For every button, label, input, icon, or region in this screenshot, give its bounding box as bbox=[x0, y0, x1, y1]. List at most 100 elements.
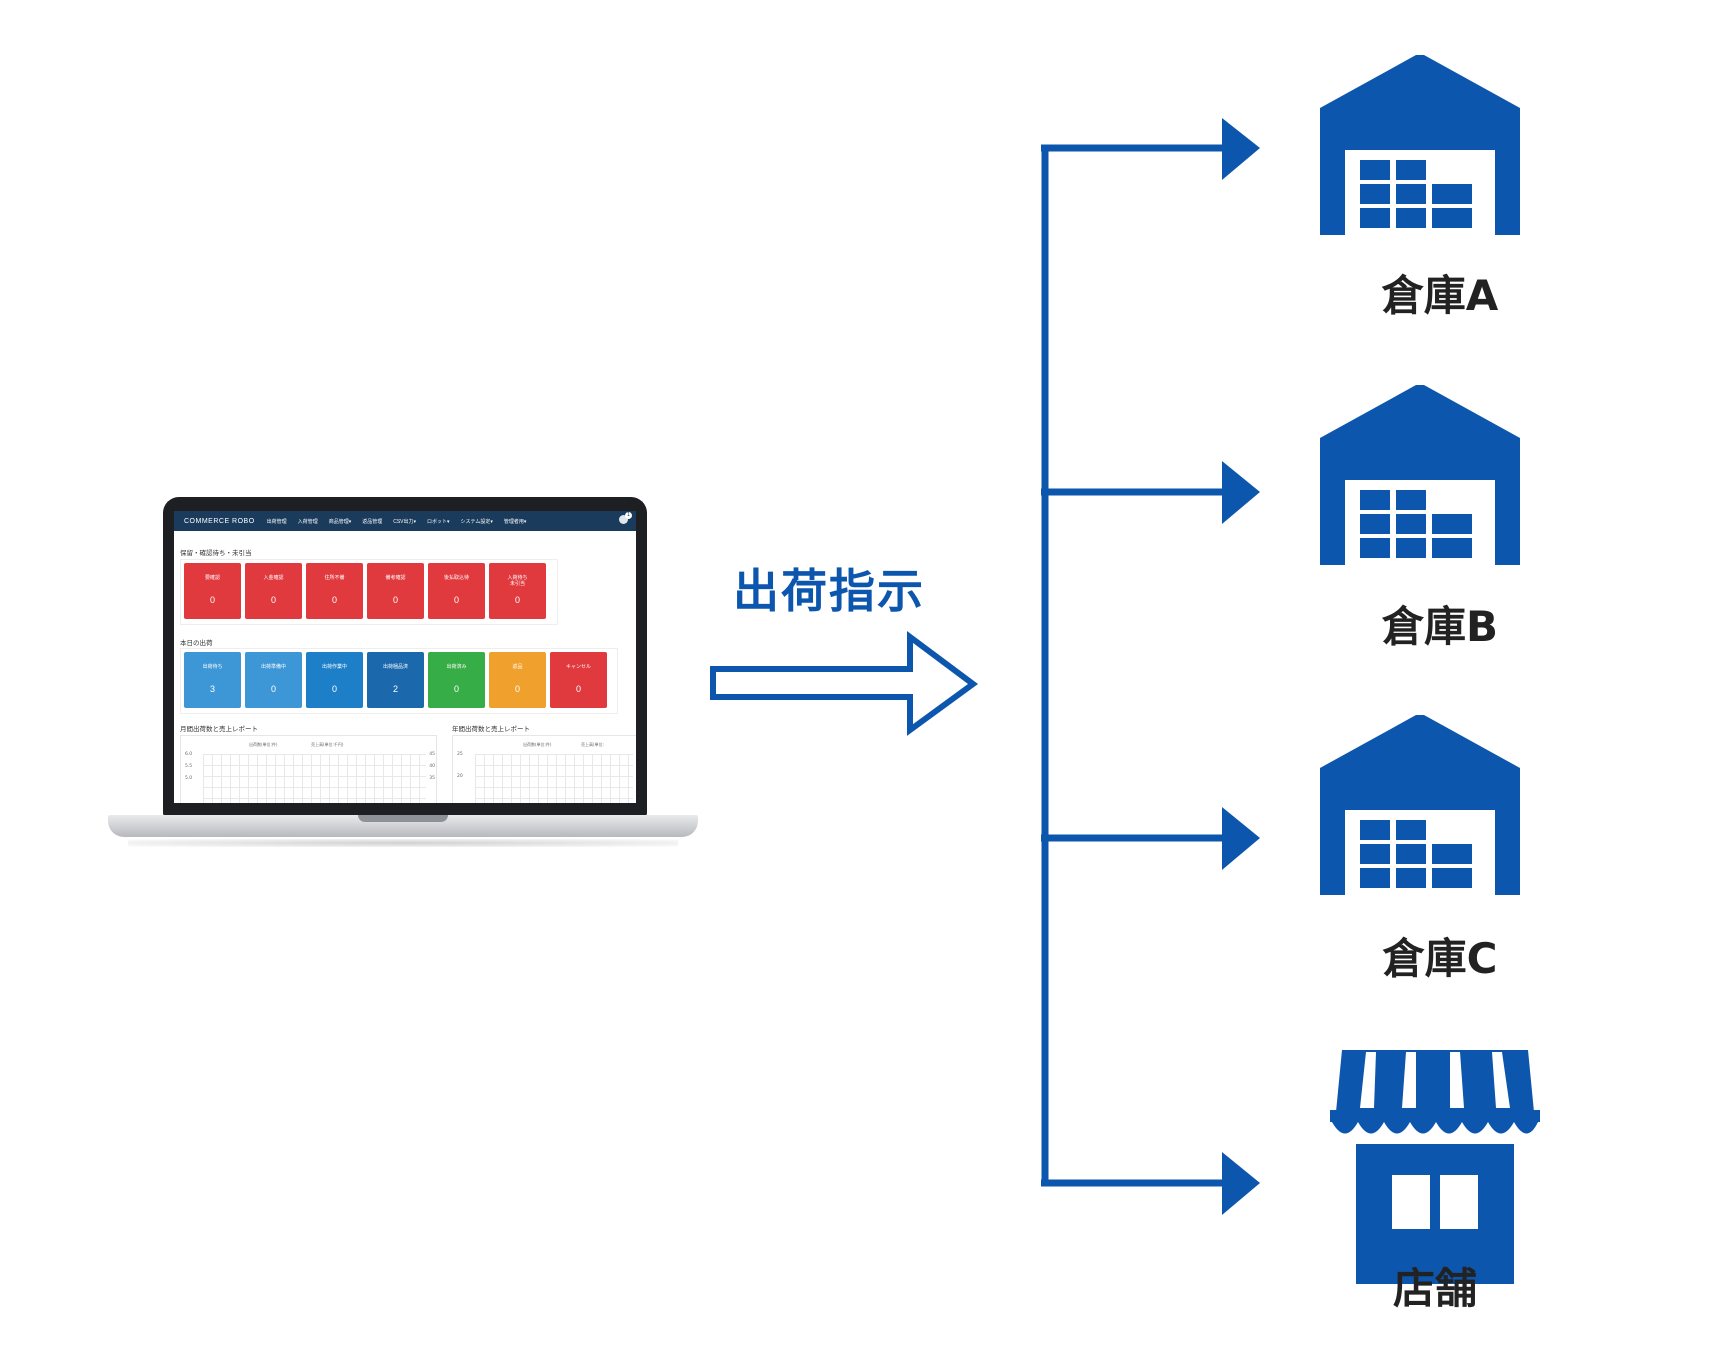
today-tile-label: 返品 bbox=[512, 664, 523, 670]
menu-receiving[interactable]: 入荷管理 bbox=[297, 518, 318, 525]
chart-yearly: 出荷数(単位:件) 売上高(単位: 25 20 bbox=[452, 735, 636, 803]
chart-monthly-ytick-right: 45 bbox=[429, 752, 435, 757]
warehouse-box bbox=[1360, 868, 1390, 888]
laptop-base bbox=[108, 815, 698, 837]
warehouse-icons bbox=[1320, 55, 1520, 895]
section-hold-title: 保留・確認待ち・未引当 bbox=[180, 550, 252, 557]
menu-robot[interactable]: ロボット▾ bbox=[427, 518, 450, 525]
today-tile-value: 3 bbox=[209, 684, 215, 694]
today-tile[interactable]: 出荷作業中 0 bbox=[306, 652, 363, 708]
warehouse-box bbox=[1396, 208, 1426, 228]
hold-tile-value: 0 bbox=[209, 595, 215, 605]
warehouse-box bbox=[1432, 538, 1472, 558]
hold-tile-label: 要確認 bbox=[204, 575, 220, 581]
store-icon bbox=[1330, 1050, 1540, 1284]
hold-tile-label: 入荷待ち 未引当 bbox=[507, 575, 528, 587]
menu-csv[interactable]: CSV出力▾ bbox=[393, 518, 417, 525]
chart-monthly-ytick-right: 35 bbox=[429, 776, 435, 781]
warehouse-box bbox=[1432, 844, 1472, 864]
warehouse-icon bbox=[1320, 55, 1520, 235]
warehouse-box bbox=[1360, 514, 1390, 534]
menu-returns[interactable]: 返品管理 bbox=[362, 518, 383, 525]
app-navbar: COMMERCE ROBO 出荷管理 入荷管理 商品管理▾ 返品管理 CSV出力… bbox=[174, 511, 636, 531]
hold-tile-label: 入金確認 bbox=[263, 575, 284, 581]
menu-admin[interactable]: 管理者用▾ bbox=[503, 518, 527, 525]
brand-logo[interactable]: COMMERCE ROBO bbox=[184, 517, 255, 525]
today-tile[interactable]: 出荷梱品済 2 bbox=[367, 652, 424, 708]
today-tile-label: 出荷作業中 bbox=[321, 664, 347, 670]
today-tile-value: 0 bbox=[575, 684, 581, 694]
warehouse-box bbox=[1396, 868, 1426, 888]
today-tile[interactable]: キャンセル 0 bbox=[550, 652, 607, 708]
hold-tile[interactable]: 入金確認 0 bbox=[245, 563, 302, 619]
chart-monthly-legend-shipments: 出荷数(単位:件) bbox=[249, 742, 278, 747]
shipping-instruction-arrow bbox=[710, 631, 979, 736]
warehouse-box bbox=[1396, 538, 1426, 558]
today-tile-value: 0 bbox=[453, 684, 459, 694]
today-tile-value: 0 bbox=[270, 684, 276, 694]
chart-monthly-ytick-right: 40 bbox=[429, 764, 435, 769]
chart-monthly: 出荷数(単位:件) 売上高(単位:千円) 6.0 5.5 5.0 45 40 3… bbox=[180, 735, 437, 803]
chart-yearly-ytick: 25 bbox=[457, 752, 463, 757]
laptop: COMMERCE ROBO 出荷管理 入荷管理 商品管理▾ 返品管理 CSV出力… bbox=[108, 497, 698, 852]
warehouse-box bbox=[1396, 490, 1426, 510]
menu-shipping[interactable]: 出荷管理 bbox=[266, 518, 287, 525]
section-hold-panel bbox=[180, 559, 558, 625]
hold-tile[interactable]: 要確認 0 bbox=[184, 563, 241, 619]
chart-yearly-legend-sales: 売上高(単位: bbox=[581, 742, 604, 747]
section-today-panel bbox=[180, 648, 618, 714]
destination-label-store: 店舗 bbox=[1392, 1264, 1477, 1313]
today-tile[interactable]: 出荷準備中 0 bbox=[245, 652, 302, 708]
warehouse-box bbox=[1360, 538, 1390, 558]
chart-monthly-ytick: 5.5 bbox=[185, 764, 193, 769]
warehouse-icon bbox=[1320, 715, 1520, 895]
today-tile[interactable]: 返品 0 bbox=[489, 652, 546, 708]
chart-monthly-ytick: 5.0 bbox=[185, 776, 193, 781]
chart-monthly-title: 月間出荷数と売上レポート bbox=[180, 726, 258, 733]
menu-products[interactable]: 商品管理▾ bbox=[328, 518, 352, 525]
today-tile-value: 0 bbox=[514, 684, 520, 694]
hold-tile-value: 0 bbox=[270, 595, 276, 605]
laptop-notch bbox=[358, 815, 448, 822]
today-tile-value: 0 bbox=[331, 684, 337, 694]
today-tile-label: 出荷梱品済 bbox=[382, 664, 408, 670]
warehouse-box bbox=[1396, 820, 1426, 840]
hold-tile-label: 後払取込待 bbox=[443, 575, 469, 581]
hold-tile-value: 0 bbox=[331, 595, 337, 605]
warehouse-box bbox=[1396, 184, 1426, 204]
chart-yearly-grid bbox=[475, 754, 633, 803]
arrowhead-c bbox=[1222, 807, 1260, 870]
hold-tile-value: 0 bbox=[453, 595, 459, 605]
arrowhead-store bbox=[1222, 1152, 1260, 1215]
warehouse-box bbox=[1360, 490, 1390, 510]
warehouse-box bbox=[1432, 184, 1472, 204]
warehouse-icon bbox=[1320, 385, 1520, 565]
destination-label-c: 倉庫C bbox=[1382, 934, 1498, 983]
laptop-shadow bbox=[128, 839, 678, 847]
today-tile-label: キャンセル bbox=[565, 664, 591, 670]
arrowhead-a bbox=[1222, 118, 1260, 180]
laptop-screen: COMMERCE ROBO 出荷管理 入荷管理 商品管理▾ 返品管理 CSV出力… bbox=[174, 511, 636, 803]
hold-tile[interactable]: 後払取込待 0 bbox=[428, 563, 485, 619]
warehouse-box bbox=[1396, 514, 1426, 534]
notification-count: 1 bbox=[625, 512, 632, 519]
today-tile-value: 2 bbox=[392, 684, 398, 694]
chart-monthly-ytick: 6.0 bbox=[185, 752, 193, 757]
branch-connector bbox=[1041, 144, 1225, 1187]
warehouse-box bbox=[1360, 844, 1390, 864]
notification-bell-icon[interactable] bbox=[619, 515, 628, 524]
menu-system[interactable]: システム設定▾ bbox=[460, 518, 493, 525]
chart-yearly-title: 年間出荷数と売上レポート bbox=[452, 726, 530, 733]
today-tile-label: 出荷準備中 bbox=[260, 664, 286, 670]
warehouse-box bbox=[1396, 160, 1426, 180]
chart-monthly-legend-sales: 売上高(単位:千円) bbox=[311, 742, 344, 747]
hold-tile-value: 0 bbox=[392, 595, 398, 605]
